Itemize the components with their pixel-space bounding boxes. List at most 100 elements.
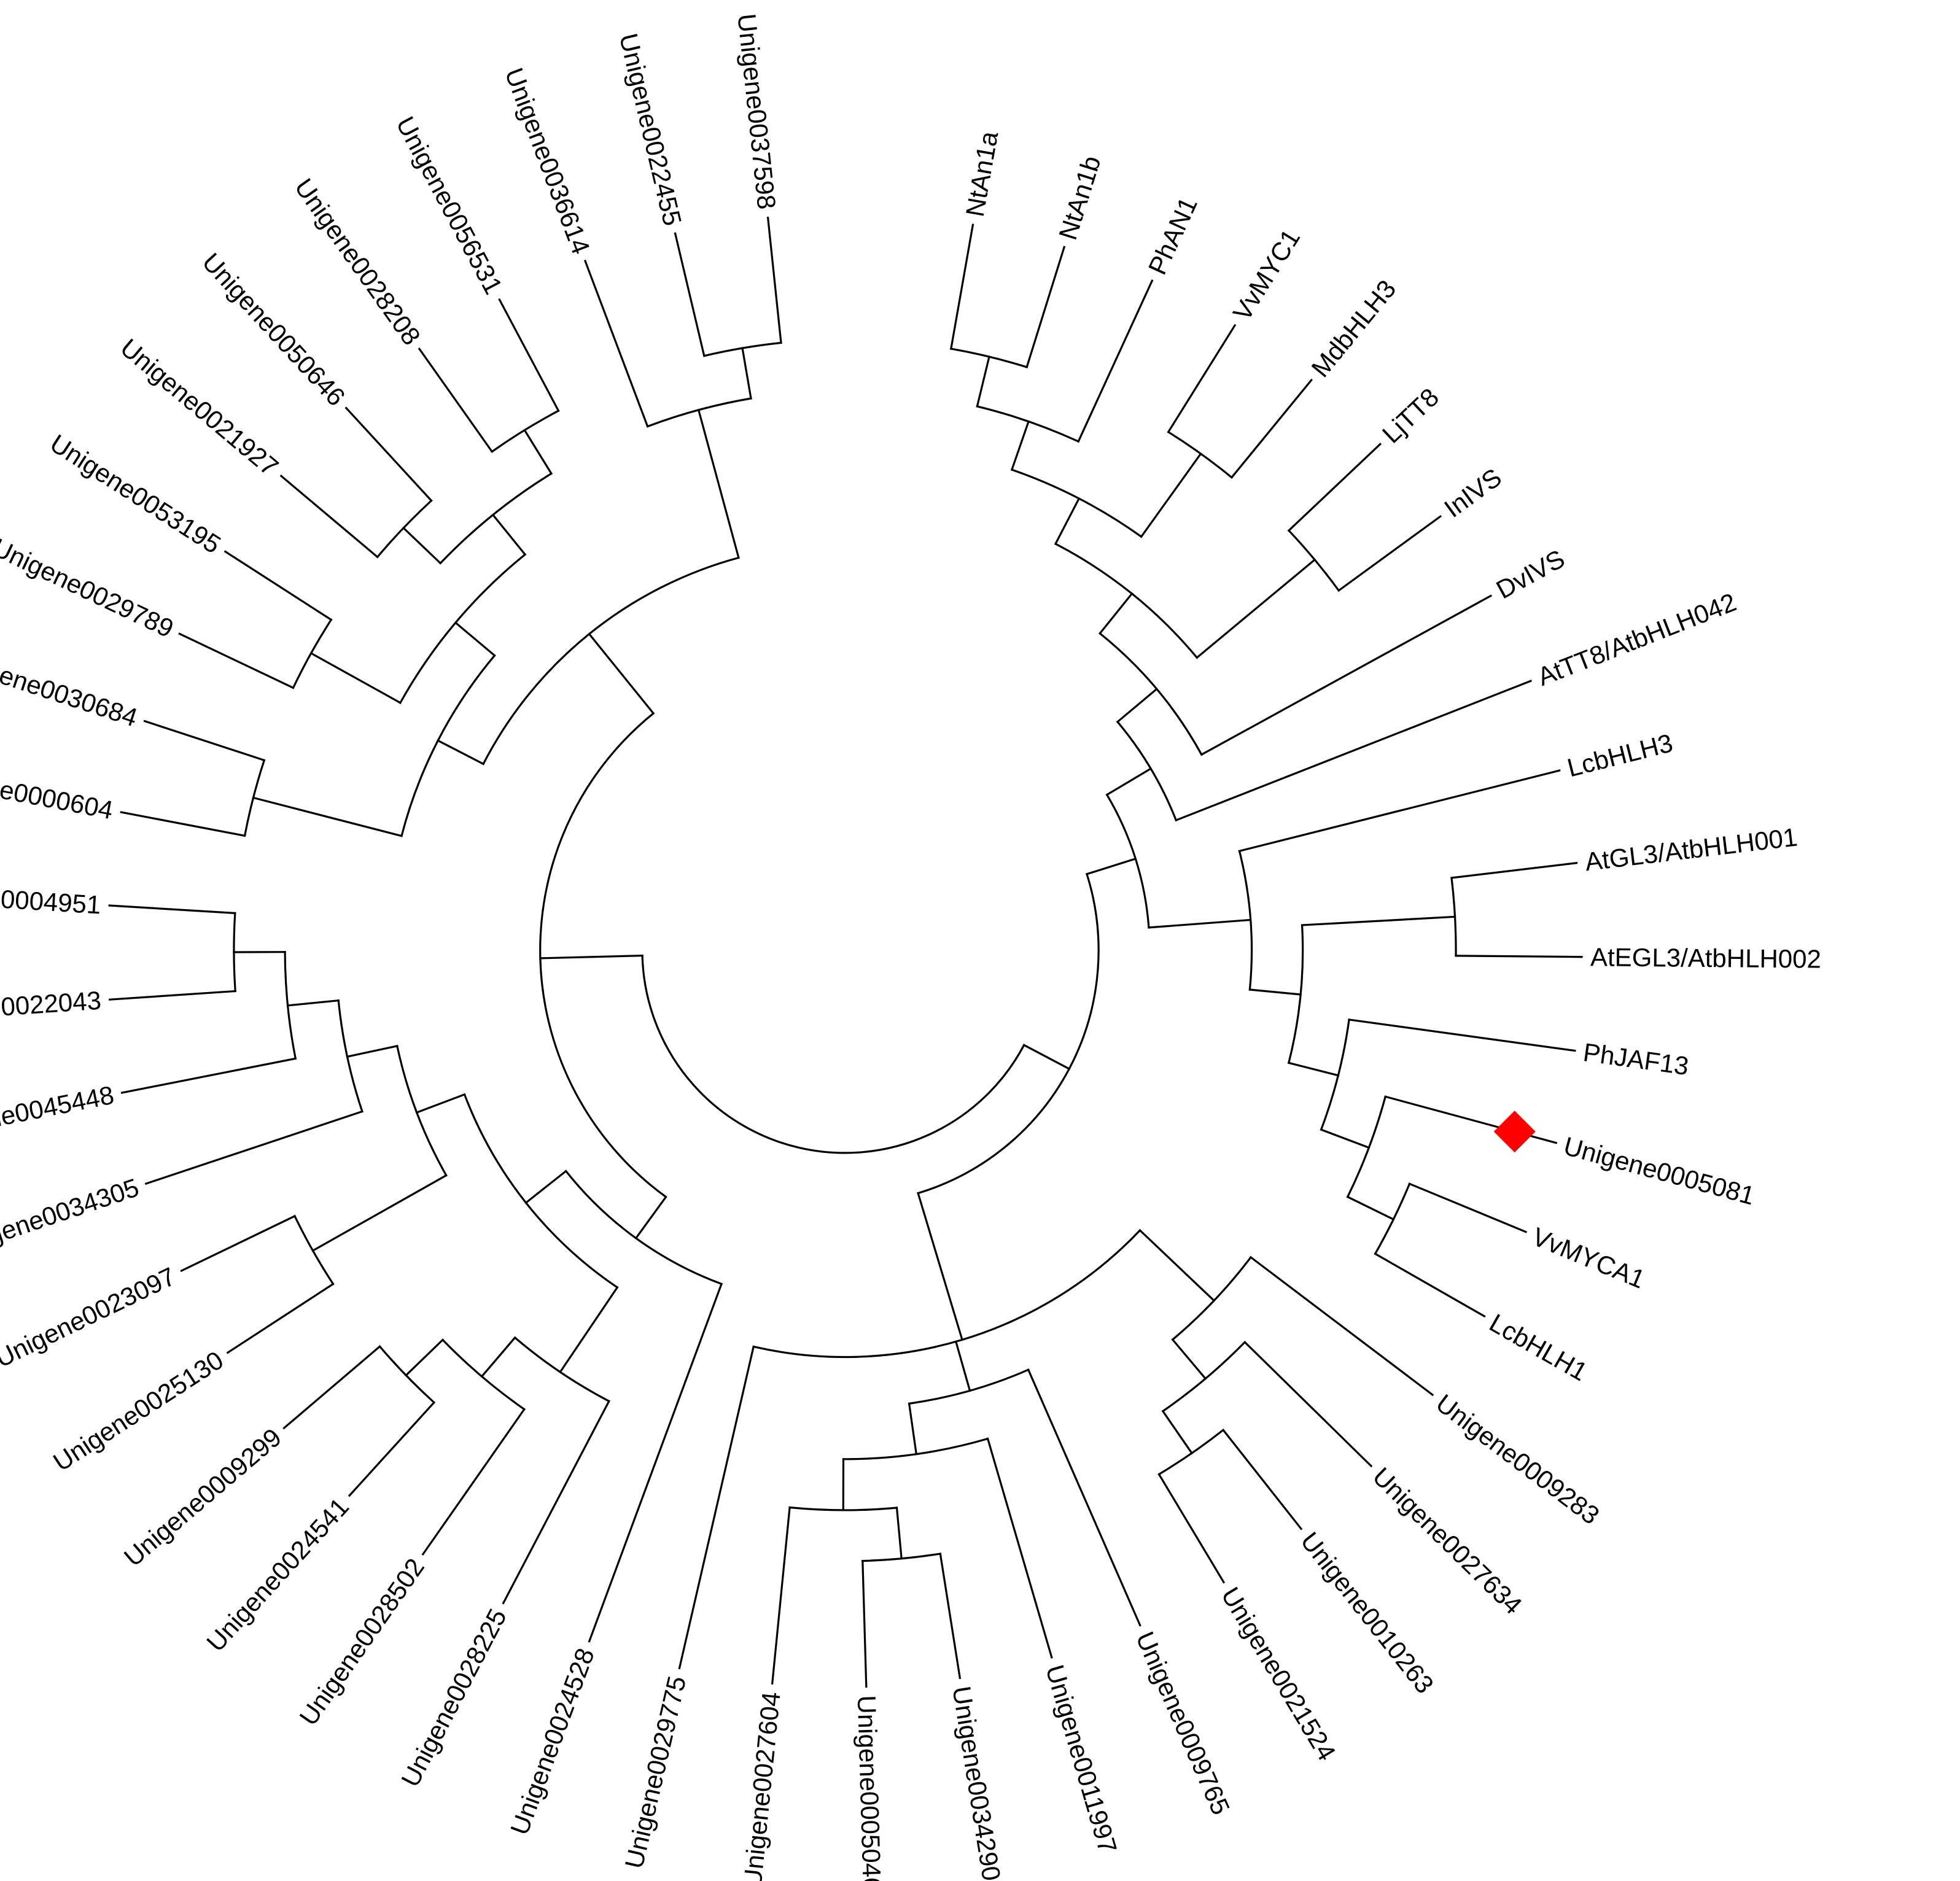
branch-stem-39 <box>1287 1061 1340 1077</box>
leaf-branch-91 <box>282 1345 381 1430</box>
branch-stem-110 <box>437 739 485 766</box>
branch-arc-25 <box>1287 529 1340 592</box>
leaf-label: Unigene0030684 <box>0 643 141 732</box>
branch-stem-69 <box>895 1507 903 1560</box>
leaf-branch-134 <box>583 259 649 428</box>
leaf-label: Unigene0025130 <box>48 1345 228 1476</box>
leaf-branch-100 <box>144 1110 364 1185</box>
branch-arc-62 <box>908 1368 1030 1405</box>
leaf-branch-38 <box>1455 955 1583 958</box>
leaf-branch-22 <box>1167 324 1237 433</box>
branch-arc-0 <box>641 954 1025 1154</box>
branch-arc-43 <box>1346 1095 1387 1198</box>
leaf-branch-18 <box>1025 246 1066 369</box>
leaf-branch-73 <box>771 1506 791 1685</box>
leaf-branch-131 <box>498 298 560 413</box>
branch-stem-124 <box>402 526 442 565</box>
leaf-branch-71 <box>939 1553 962 1680</box>
branch-arc-117 <box>399 553 527 704</box>
branch-arc-12 <box>1010 468 1143 538</box>
leaf-branch-32 <box>1238 769 1561 853</box>
leaf-label: Unigene0029775 <box>620 1674 692 1871</box>
branch-stem-82 <box>559 1286 619 1374</box>
branch-stem-116 <box>454 621 496 657</box>
leaf-label: Unigene0050646 <box>196 247 351 411</box>
leaf-label: AtTT8/AtbHLH042 <box>1533 588 1740 691</box>
leaf-label: Unigene0011997 <box>1040 1662 1122 1856</box>
branch-stem-42 <box>1320 1128 1371 1149</box>
branch-arc-68 <box>788 1506 898 1511</box>
branch-arc-93 <box>395 1044 448 1177</box>
leaf-label: MdbHLH3 <box>1305 274 1401 382</box>
branch-stem-1 <box>1022 1044 1071 1071</box>
branch-arc-111 <box>400 654 496 837</box>
leaf-branch-90 <box>348 1401 436 1497</box>
branch-stem-132 <box>697 408 740 559</box>
leaf-label: NtAn1a <box>960 129 1004 219</box>
leaf-branch-66 <box>986 1437 1053 1659</box>
leaf-branch-26 <box>1287 443 1382 532</box>
leaf-label: Unigene0027634 <box>1367 1462 1528 1620</box>
leaf-branch-27 <box>1337 514 1442 592</box>
leaf-label: Unigene0004951 <box>0 878 102 919</box>
leaf-label: Unigene0021927 <box>115 333 284 481</box>
leaf-branch-120 <box>178 632 295 689</box>
branch-arc-129 <box>491 409 560 453</box>
branch-stem-5 <box>1105 767 1153 796</box>
branch-arc-8 <box>1099 632 1203 756</box>
leaf-branch-87 <box>421 1408 526 1556</box>
branch-arc-6 <box>1116 720 1178 822</box>
branch-stem-88 <box>404 1338 445 1377</box>
branch-stem-15 <box>976 355 990 408</box>
leaf-label: Unigene0009283 <box>1431 1389 1605 1530</box>
leaf-branch-29 <box>1175 680 1532 822</box>
branch-arc-50 <box>752 1228 1141 1359</box>
branch-stem-3 <box>1085 857 1137 875</box>
leaf-branch-96 <box>226 1282 335 1354</box>
branch-arc-70 <box>861 1553 942 1562</box>
leaf-branch-97 <box>180 1214 297 1273</box>
branch-stem-49 <box>917 1192 963 1341</box>
branch-arc-76 <box>539 712 667 1198</box>
leaf-label: Unigene0022455 <box>614 31 687 228</box>
branch-arc-78 <box>564 1169 723 1286</box>
branch-stem-35 <box>1301 915 1456 926</box>
leaf-label: InIVS <box>1439 462 1507 522</box>
leaf-label: Unigene0024528 <box>505 1644 600 1838</box>
branch-arc-14 <box>976 405 1080 443</box>
branch-arc-2 <box>917 872 1100 1195</box>
leaf-label: Unigene0005081 <box>1561 1131 1758 1211</box>
leaf-branch-114 <box>120 811 246 837</box>
branch-stem-92 <box>415 1093 466 1114</box>
branch-stem-20 <box>1140 452 1202 538</box>
branch-arc-4 <box>1105 793 1150 929</box>
branch-stem-98 <box>346 1044 399 1058</box>
branch-stem-13 <box>1010 420 1030 471</box>
leaf-label: Unigene0005046 <box>852 1695 887 1881</box>
leaf-label: Unigene0034290 <box>947 1684 1006 1881</box>
leaf-branch-103 <box>120 1057 297 1094</box>
leaf-label: Unigene0009765 <box>1130 1627 1235 1819</box>
branch-stem-64 <box>908 1402 918 1456</box>
tree-branches <box>108 216 1583 1688</box>
branch-arc-34 <box>1287 924 1304 1065</box>
branch-stem-135 <box>741 347 752 400</box>
leaf-label: Unigene0034305 <box>0 1173 142 1262</box>
leaf-label: Unigene0027604 <box>737 1691 785 1881</box>
branch-arc-83 <box>513 1336 610 1403</box>
leaf-branch-84 <box>502 1400 610 1605</box>
leaf-label: LjTT8 <box>1377 382 1444 449</box>
branch-stem-33 <box>1248 988 1302 996</box>
branch-arc-58 <box>1157 1429 1225 1476</box>
leaf-branch-37 <box>1450 861 1578 879</box>
branch-arc-105 <box>233 912 236 993</box>
branch-stem-30 <box>1148 918 1252 929</box>
branch-arc-86 <box>441 1338 526 1411</box>
leaf-label: LcbHLH1 <box>1485 1308 1592 1387</box>
branch-stem-85 <box>480 1336 516 1378</box>
leaf-label: Unigene0010263 <box>1295 1527 1439 1699</box>
leaf-label: Unigene0028502 <box>294 1553 430 1731</box>
branch-arc-21 <box>1167 430 1234 479</box>
leaf-label: Unigene0056531 <box>391 112 508 299</box>
red-diamond-marker <box>1493 1111 1536 1153</box>
